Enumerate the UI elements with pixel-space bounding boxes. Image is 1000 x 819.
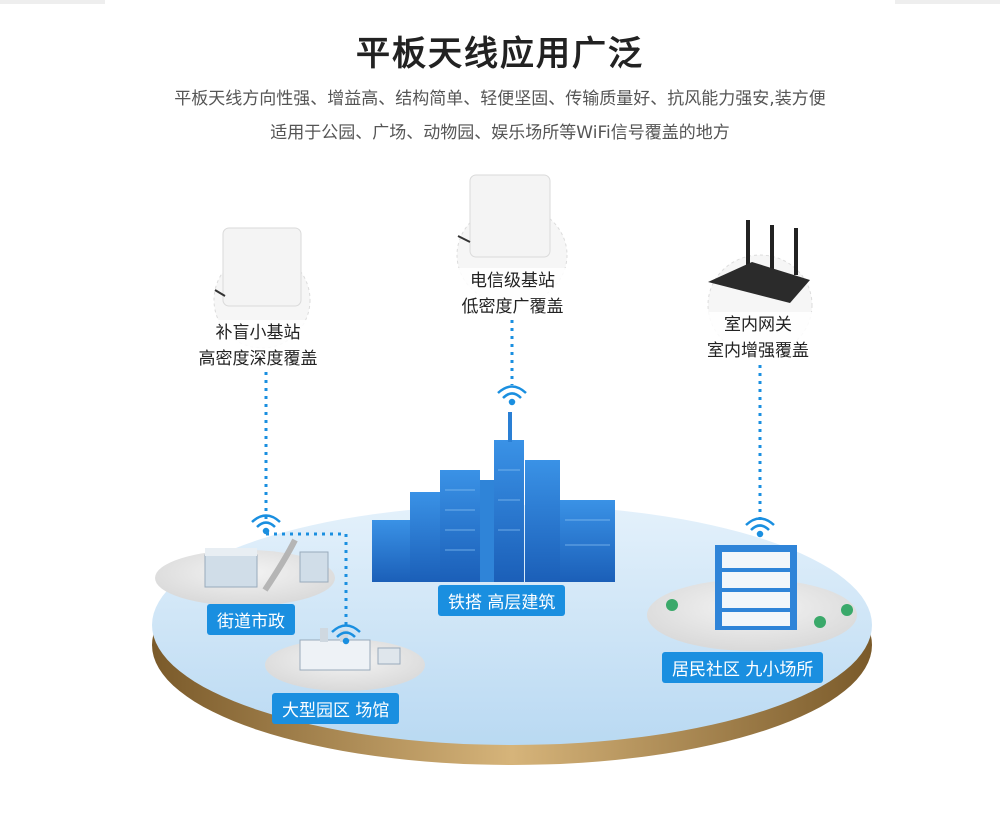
top-bar-right bbox=[895, 0, 1000, 4]
subtitle-line-2: 适用于公园、广场、动物园、娱乐场所等WiFi信号覆盖的地方 bbox=[270, 123, 730, 143]
street-buildings bbox=[204, 538, 329, 592]
tag-street: 街道市政 bbox=[207, 604, 295, 635]
page-title: 平板天线应用广泛 bbox=[356, 34, 644, 74]
residential-building bbox=[666, 545, 853, 630]
node-center-line2: 低密度广覆盖 bbox=[461, 297, 564, 317]
subtitle-line-1: 平板天线方向性强、增益高、结构简单、轻便坚固、传输质量好、抗风能力强安,装方便 bbox=[174, 89, 826, 109]
tower-buildings bbox=[372, 412, 615, 582]
tag-residential: 居民社区 九小场所 bbox=[662, 652, 824, 683]
node-right-line2: 室内增强覆盖 bbox=[707, 341, 809, 361]
tag-park: 大型园区 场馆 bbox=[272, 693, 400, 724]
signal-links bbox=[264, 320, 762, 630]
node-label-center: 电信级基站 低密度广覆盖 bbox=[445, 268, 580, 320]
wifi-icon bbox=[251, 385, 775, 645]
node-left-line2: 高密度深度覆盖 bbox=[198, 349, 318, 369]
node-label-left: 补盲小基站 高密度深度覆盖 bbox=[188, 320, 328, 372]
node-right-line1: 室内网关 bbox=[724, 315, 792, 335]
node-label-right: 室内网关 室内增强覆盖 bbox=[688, 312, 828, 364]
node-center-line1: 电信级基站 bbox=[470, 271, 555, 291]
park-buildings bbox=[299, 628, 401, 671]
top-bar-left bbox=[0, 0, 105, 4]
node-left-line1: 补盲小基站 bbox=[215, 323, 301, 343]
tag-tower: 铁搭 高层建筑 bbox=[438, 585, 566, 616]
